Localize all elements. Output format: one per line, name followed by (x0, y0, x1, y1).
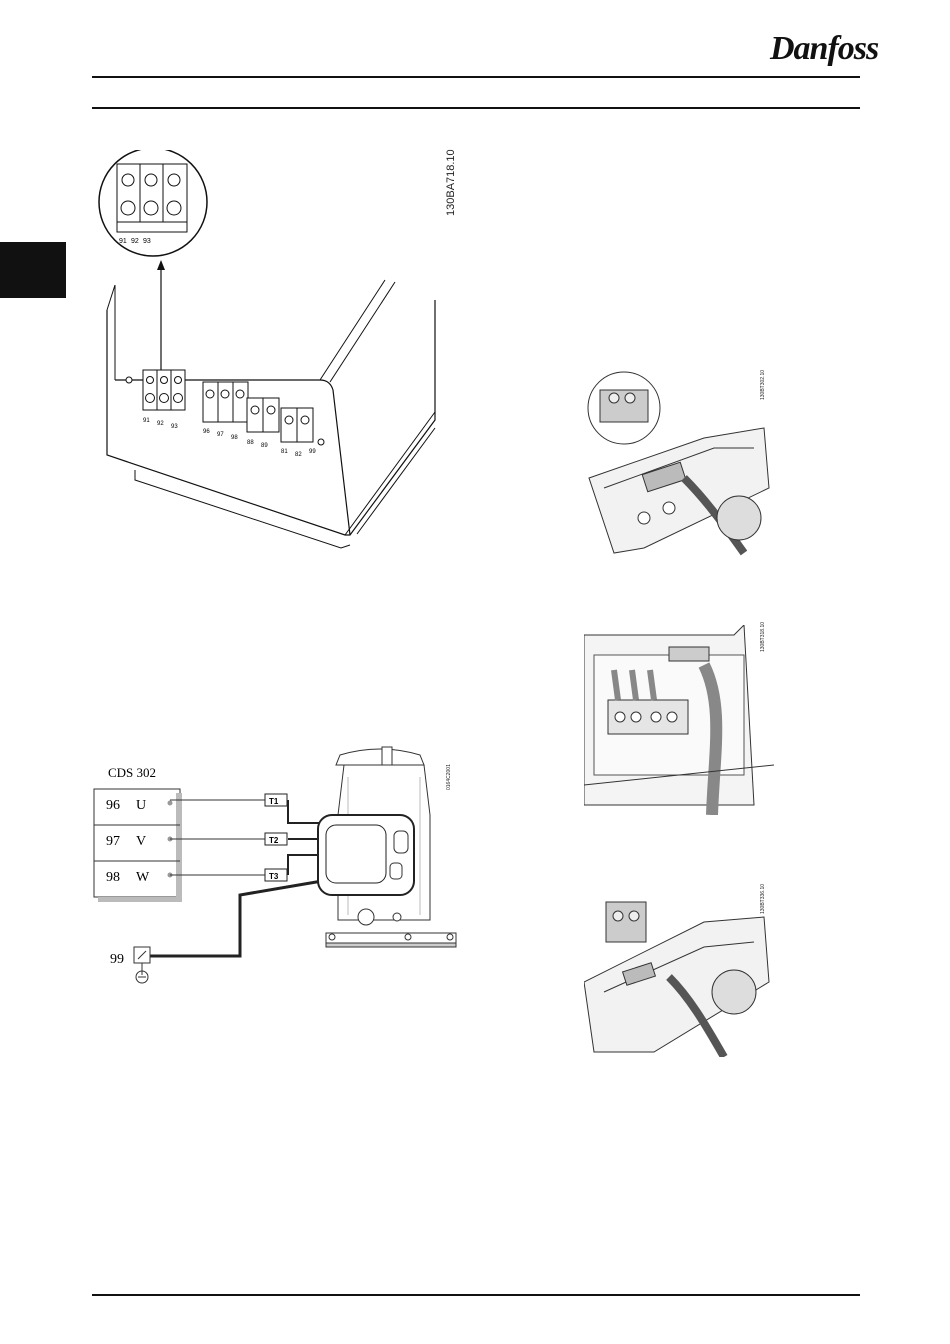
terminal-label-96: 96 (203, 429, 210, 435)
terminal-label-92: 92 (157, 421, 164, 427)
terminal-98-number: 98 (106, 870, 120, 885)
lead-T3: T3 (269, 872, 279, 881)
brake-terminal-drawing: 91 92 93 91 92 93 (95, 150, 450, 560)
danfoss-logo: Danfoss (770, 30, 878, 68)
terminal-label-93: 93 (171, 424, 178, 430)
figure-code-130BT336: 130BT336.10 (760, 884, 766, 914)
header-rule-bottom (92, 107, 860, 109)
terminal-98-phase: W (136, 870, 150, 885)
zoom-label-92: 92 (131, 238, 139, 245)
terminal-label-88: 88 (247, 440, 254, 446)
figure-code-130BT302: 130BT302.10 (760, 370, 766, 400)
terminal-label-98: 98 (231, 435, 238, 441)
compressor-wiring-diagram: CDS 302 96 U 97 V 98 W T1 T2 T3 99 (90, 745, 470, 990)
terminal-label-99: 99 (309, 449, 316, 455)
photo-cable-gland-installation (584, 882, 774, 1057)
terminal-97-number: 97 (106, 834, 120, 849)
compressor-drawing (318, 747, 456, 947)
lead-T1: T1 (269, 797, 279, 806)
terminal-row (126, 370, 324, 445)
terminal-label-82: 82 (295, 452, 302, 458)
terminal-96-phase: U (136, 798, 146, 813)
terminal-label-97: 97 (217, 432, 224, 438)
figure-code-0164C2001: 0164C2001 (446, 764, 452, 790)
chapter-tab-marker (0, 242, 66, 298)
zoom-label-93: 93 (143, 238, 151, 245)
zoom-label-91: 91 (119, 238, 127, 245)
terminal-label-91: 91 (143, 418, 150, 424)
photo-terminal-plug-installation (584, 368, 774, 558)
zoom-terminal-block (117, 164, 187, 232)
figure-code-130BA718: 130BA718.10 (445, 149, 457, 216)
terminal-label-81: 81 (281, 449, 288, 455)
drive-label: CDS 302 (108, 765, 156, 780)
terminal-96-number: 96 (106, 798, 120, 813)
terminal-label-89: 89 (261, 443, 268, 449)
ground-number: 99 (110, 952, 124, 967)
figure-code-130BT318: 130BT318.10 (760, 622, 766, 652)
lead-T2: T2 (269, 836, 279, 845)
footer-rule (92, 1294, 860, 1296)
terminal-97-phase: V (136, 834, 146, 849)
header-rule-top (92, 76, 860, 78)
photo-motor-cable-clamp (584, 625, 774, 815)
